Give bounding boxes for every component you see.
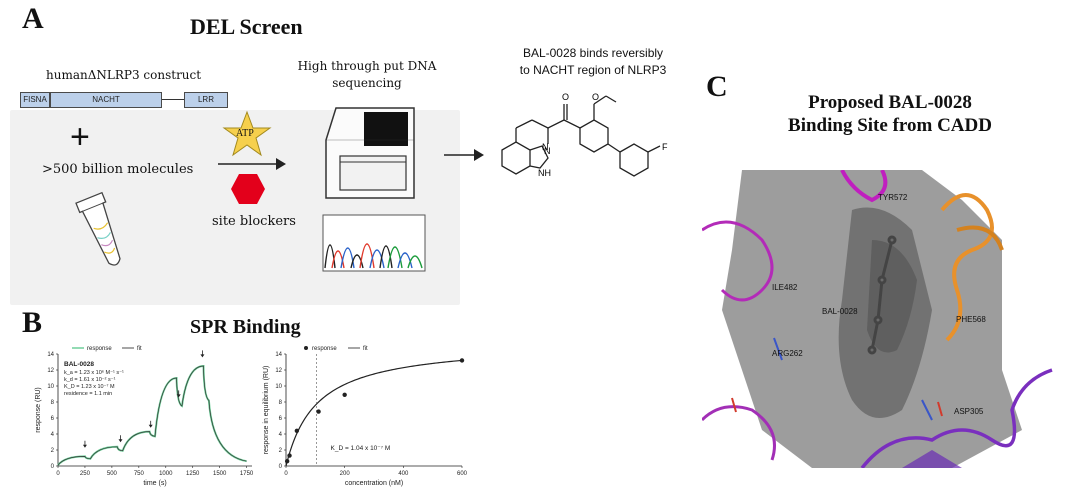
y-tick-label: 8 bbox=[51, 400, 55, 406]
y-tick-label: 12 bbox=[47, 368, 54, 374]
x-tick-label: 600 bbox=[457, 471, 468, 477]
x-tick-label: 200 bbox=[340, 471, 351, 477]
library-tube-icon bbox=[75, 191, 121, 266]
construct-label: humanΔNLRP3 construct bbox=[46, 68, 202, 82]
data-point bbox=[294, 428, 300, 433]
series-fit-curve bbox=[285, 359, 463, 467]
panel-a-letter: A bbox=[22, 2, 44, 35]
y-tick-label: 2 bbox=[279, 448, 283, 454]
y-tick-label: 14 bbox=[275, 352, 282, 358]
residue-asp305: ASP305 bbox=[954, 407, 984, 416]
domain-fisna: FISNA bbox=[20, 92, 50, 108]
injection-arrowhead bbox=[82, 444, 87, 448]
y-axis-label: response in equilibrium (RU) bbox=[263, 366, 270, 455]
sequencing-chromatogram bbox=[322, 214, 426, 272]
x-tick-label: 750 bbox=[134, 471, 145, 477]
binding-site-render: TYR572 ILE482 BAL-0028 PHE568 ARG262 ASP… bbox=[702, 170, 1068, 468]
x-axis-label: concentration (nM) bbox=[345, 480, 403, 487]
result-arrow bbox=[444, 149, 484, 161]
x-tick-label: 0 bbox=[56, 471, 60, 477]
legend-label-fit: fit bbox=[137, 346, 142, 352]
site-blocker-hexagon-icon bbox=[231, 174, 265, 204]
panel-b-title: SPR Binding bbox=[190, 316, 301, 338]
data-point bbox=[284, 459, 290, 464]
plus-sign: + bbox=[70, 118, 90, 156]
legend-label-response: response bbox=[312, 346, 337, 352]
data-point bbox=[342, 392, 347, 397]
kinetics-compound: BAL-0028 bbox=[64, 361, 94, 368]
residue-bal-0028: BAL-0028 bbox=[822, 307, 858, 316]
x-tick-label: 1250 bbox=[186, 471, 200, 477]
legend-label-response: response bbox=[87, 346, 112, 352]
y-tick-label: 2 bbox=[51, 448, 55, 454]
panel-a-title: DEL Screen bbox=[190, 14, 303, 39]
residue-tyr572: TYR572 bbox=[878, 193, 908, 202]
molecules-label: >500 billion molecules bbox=[42, 162, 194, 177]
kinetics-line: K_D = 1.23 x 10⁻⁷ M bbox=[64, 383, 115, 390]
atom-nh: NH bbox=[538, 168, 551, 178]
injection-arrowhead bbox=[148, 424, 153, 428]
atp-star-icon bbox=[222, 110, 272, 157]
y-tick-label: 6 bbox=[279, 416, 283, 422]
result-label-line1: BAL-0028 binds reversibly bbox=[522, 46, 664, 60]
bal-0028-structure: NH N N O O F bbox=[501, 92, 668, 178]
x-tick-label: 250 bbox=[80, 471, 91, 477]
panel-c-title-line1: Proposed BAL-0028 bbox=[808, 92, 972, 113]
x-tick-label: 400 bbox=[398, 471, 409, 477]
panel-b-letter: B bbox=[22, 306, 43, 339]
spr-equilibrium-chart: 0 200 400 600 0 2 4 6 8 10 12 14 concentration (nM) r… bbox=[263, 346, 468, 487]
y-tick-label: 4 bbox=[51, 432, 55, 438]
data-point bbox=[316, 409, 321, 414]
data-point bbox=[287, 453, 292, 458]
injection-arrowhead bbox=[176, 394, 181, 398]
residue-ile482: ILE482 bbox=[772, 283, 798, 292]
atom-o-ether: O bbox=[592, 92, 599, 102]
atom-n-methyl: N bbox=[544, 146, 551, 156]
sequencer-machine-icon bbox=[325, 107, 415, 199]
y-tick-label: 10 bbox=[275, 384, 282, 390]
domain-nacht: NACHT bbox=[50, 92, 162, 108]
x-tick-label: 500 bbox=[107, 471, 118, 477]
panel-c-title-line2: Binding Site from CADD bbox=[788, 115, 992, 136]
y-tick-label: 6 bbox=[51, 416, 55, 422]
panel-c-letter: C bbox=[706, 70, 728, 103]
y-tick-label: 0 bbox=[51, 464, 55, 470]
domain-linker bbox=[162, 99, 184, 100]
x-axis-label: time (s) bbox=[143, 480, 166, 487]
x-tick-label: 0 bbox=[284, 471, 288, 477]
kinetics-line: residence = 1.1 min bbox=[64, 391, 112, 397]
x-tick-label: 1500 bbox=[213, 471, 227, 477]
series-fit-line bbox=[57, 365, 247, 466]
process-arrow bbox=[218, 158, 286, 170]
y-tick-label: 4 bbox=[279, 432, 283, 438]
residue-arg262: ARG262 bbox=[772, 349, 803, 358]
injection-arrowhead bbox=[118, 439, 123, 443]
legend-label-fit: fit bbox=[363, 346, 368, 352]
y-tick-label: 14 bbox=[47, 352, 54, 358]
kinetics-line: k_d = 1.61 x 10⁻² s⁻¹ bbox=[64, 377, 116, 383]
result-label-line2: to NACHT region of NLRP3 bbox=[519, 63, 667, 77]
atom-f: F bbox=[662, 142, 668, 152]
kd-annotation: K_D = 1.04 x 10⁻⁷ M bbox=[331, 445, 391, 452]
kinetics-line: k_a = 1.23 x 10⁶ M⁻¹ s⁻¹ bbox=[64, 369, 124, 376]
x-tick-label: 1000 bbox=[159, 471, 173, 477]
x-tick-label: 1750 bbox=[240, 471, 254, 477]
atom-n-ring: N bbox=[542, 142, 549, 152]
atom-o-carbonyl: O bbox=[562, 92, 569, 102]
spr-kinetics-chart: 0 250 500 750 1000 1250 1500 1750 0 2 4 6 8 10 12 14 tim… bbox=[35, 346, 254, 487]
y-tick-label: 10 bbox=[47, 384, 54, 390]
y-tick-label: 12 bbox=[275, 368, 282, 374]
blockers-label: site blockers bbox=[212, 214, 296, 229]
data-point bbox=[459, 358, 465, 363]
domain-lrr: LRR bbox=[184, 92, 228, 108]
atp-label: ATP bbox=[236, 128, 254, 139]
y-tick-label: 0 bbox=[279, 464, 283, 470]
legend-swatch-response bbox=[304, 346, 308, 350]
injection-arrowhead bbox=[200, 354, 205, 358]
y-tick-label: 8 bbox=[279, 400, 283, 406]
sequencing-label: High through put DNA sequencing bbox=[297, 59, 437, 90]
y-axis-label: response (RU) bbox=[35, 387, 42, 433]
residue-phe568: PHE568 bbox=[956, 315, 986, 324]
